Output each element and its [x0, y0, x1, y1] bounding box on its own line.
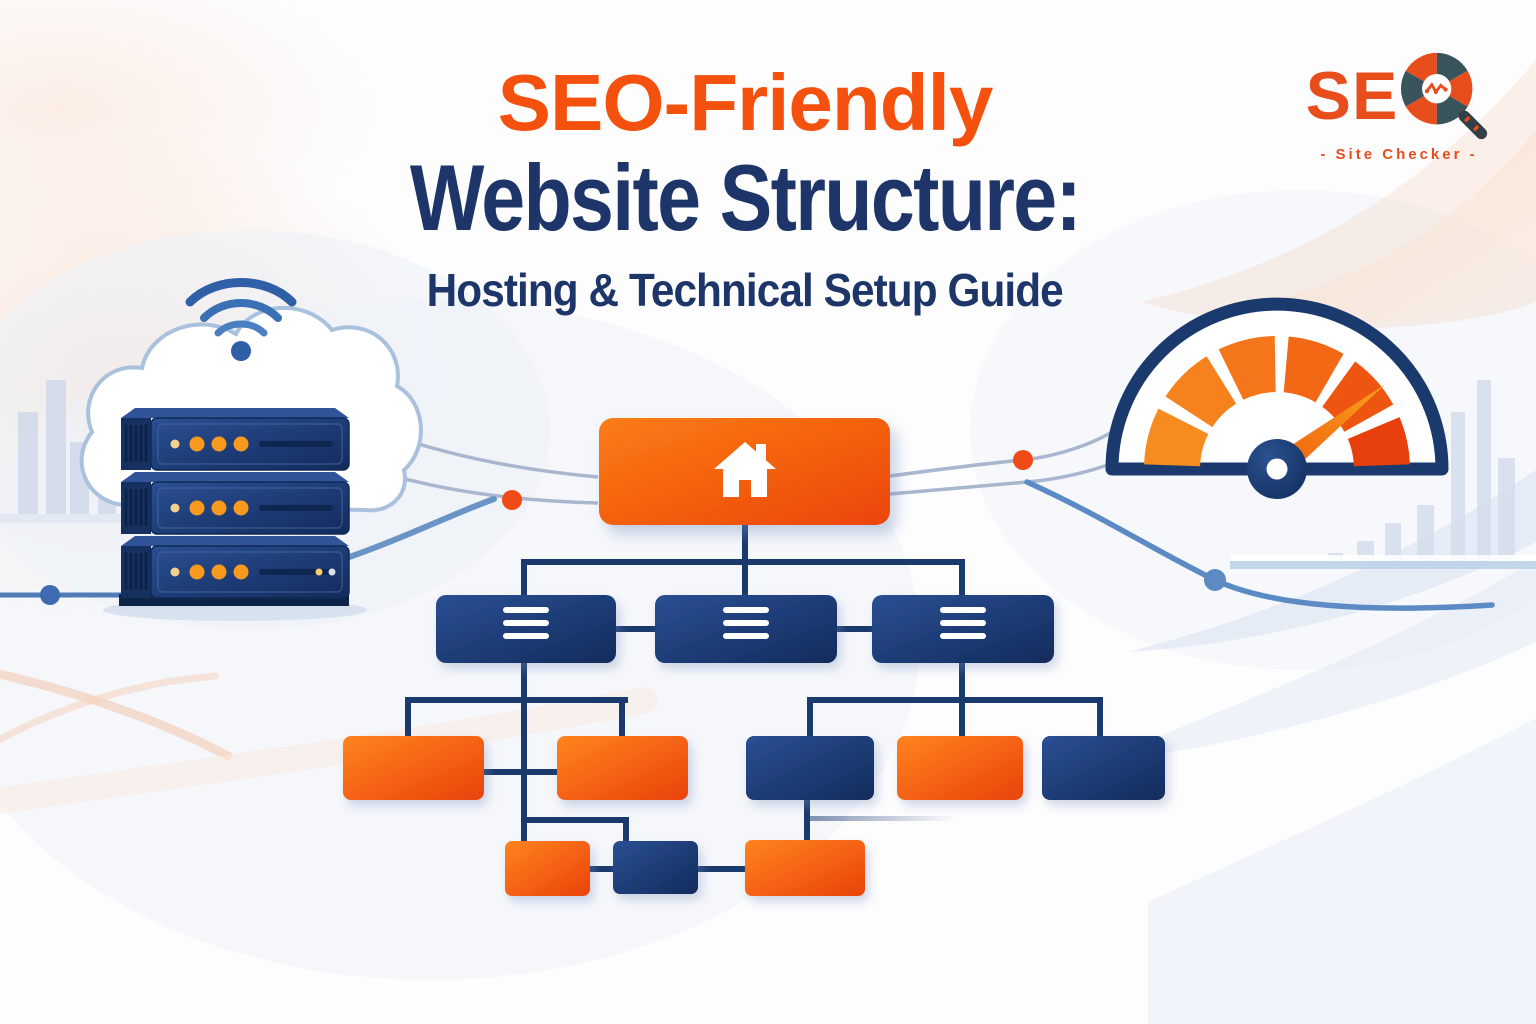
home-icon: [714, 442, 776, 497]
curve-server-to-home: [335, 496, 497, 564]
node-page-r3: [1042, 736, 1165, 800]
server-unit: [121, 408, 350, 471]
node-category-1: [436, 595, 616, 663]
server-unit: [121, 536, 350, 599]
server-stack: [103, 408, 367, 621]
speedometer-gauge: [1105, 297, 1449, 499]
title-accent: SEO-Friendly: [497, 58, 994, 147]
node-page-r2: [897, 736, 1023, 800]
bar-chart-silhouette-right: [1230, 380, 1536, 569]
logo-text-se: SE: [1305, 58, 1399, 134]
node-page-l1: [343, 736, 484, 800]
node-category-2: [655, 595, 837, 663]
flowchart-boxes: [343, 418, 1165, 896]
blue-node-dot-right: [1204, 569, 1226, 591]
orange-node-dot-left: [502, 490, 522, 510]
node-subpage-3: [745, 840, 865, 896]
node-subpage-2: [613, 841, 698, 894]
node-category-3: [872, 595, 1054, 663]
node-subpage-1: [505, 841, 590, 896]
flowchart-connectors: [405, 525, 1103, 872]
node-page-r1: [746, 736, 874, 800]
page-title: Website Structure:: [409, 144, 1082, 250]
title-block: SEO-Friendly Website Structure: Hosting …: [340, 62, 1150, 314]
orange-node-dot-right: [1013, 450, 1033, 470]
server-unit: [121, 472, 350, 535]
brand-logo: SE - Site Checker -: [1294, 48, 1504, 163]
node-page-l2: [557, 736, 688, 800]
page-subtitle: Hosting & Technical Setup Guide: [426, 264, 1064, 317]
peach-swoosh-top-right: [1140, 60, 1536, 329]
logo-tagline: - Site Checker -: [1320, 146, 1478, 163]
menu-lines-icon: [503, 607, 986, 639]
peach-crescents-bottom-left: [0, 669, 658, 814]
gauge-segments: [1144, 336, 1410, 468]
camera-shutter-magnifier-icon: [1401, 52, 1488, 140]
blue-node-dot-left: [40, 585, 60, 605]
wifi-icon: [185, 278, 297, 361]
